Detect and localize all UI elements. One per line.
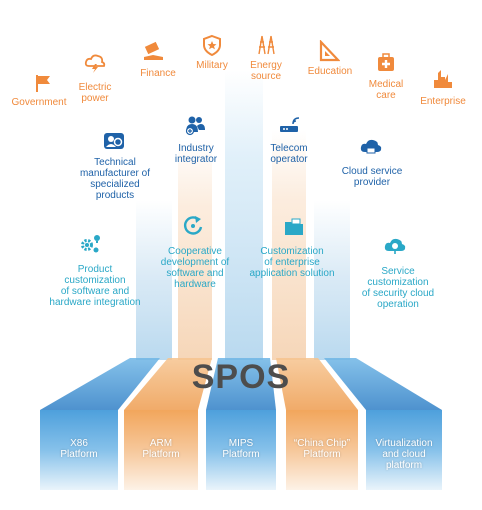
spos-title: SPOS: [191, 358, 291, 396]
industry-energy-label: Energy source: [250, 60, 282, 82]
platform-china-chip: “China Chip” Platform: [293, 438, 351, 460]
industry-government-label: Government: [11, 97, 67, 108]
ruler-triangle-icon: [319, 40, 340, 62]
industry-finance-label: Finance: [140, 68, 176, 79]
platform-mips: MIPS Platform: [222, 438, 260, 460]
cloud-service-provider-label: Cloud service provider: [341, 166, 403, 188]
platform-virtualization-cloud: Virtualization and cloud platform: [375, 438, 433, 471]
industry-enterprise-label: Enterprise: [420, 96, 466, 107]
refresh-cycle-icon: [184, 216, 203, 235]
buildings-icon: [434, 70, 452, 88]
industry-integrator-label: Industry integrator: [174, 143, 218, 165]
technical-manufacturer-icon: [104, 133, 124, 149]
security-cloud-label: Service customization of security cloud …: [361, 266, 435, 310]
industry-education-label: Education: [307, 66, 353, 77]
technical-manufacturer-label: Technical manufacturer of specialized pr…: [79, 157, 151, 201]
money-hand-icon: [144, 41, 163, 60]
platform-arm: ARM Platform: [142, 438, 180, 460]
industry-military-label: Military: [196, 60, 228, 71]
industry-electric-label: Electric power: [78, 82, 112, 104]
gears-bulb-icon: [81, 235, 100, 253]
product-customization-label: Product customization of software and ha…: [49, 264, 141, 308]
cloud-lightning-icon: [84, 54, 106, 73]
industry-integrator-icon: [185, 116, 205, 136]
platform-x86: X86 Platform: [60, 438, 98, 460]
industry-medical-label: Medical care: [368, 79, 404, 101]
cloud-service-icon: [360, 139, 382, 154]
shield-star-icon: [203, 34, 221, 56]
folder-icon: [285, 218, 303, 235]
cooperative-development-label: Cooperative development of software and …: [160, 246, 230, 290]
medical-kit-icon: [378, 53, 394, 71]
cloud-lock-icon: [384, 238, 406, 254]
pylon-icon: [258, 35, 275, 55]
flag-icon: [36, 75, 50, 92]
telecom-operator-label: Telecom operator: [270, 143, 308, 165]
telecom-router-icon: [280, 117, 300, 132]
enterprise-customization-label: Customization of enterprise application …: [249, 246, 335, 279]
